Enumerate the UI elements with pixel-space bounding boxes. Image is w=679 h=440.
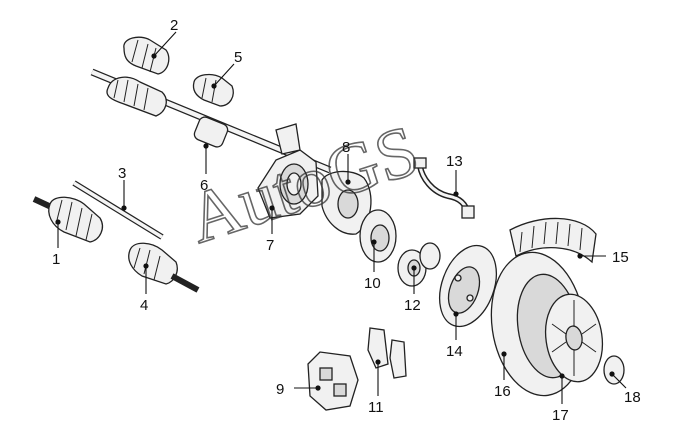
brake-disc-part-14 [439, 244, 497, 328]
callout-18: 18 [624, 389, 641, 406]
callout-7: 7 [266, 237, 274, 254]
callout-6: 6 [200, 177, 208, 194]
bearing-part-12 [397, 242, 441, 287]
brake-hose-part-13 [413, 157, 475, 219]
callout-14: 14 [446, 343, 463, 360]
boot-assembly-part-1 [32, 196, 104, 243]
callout-3: 3 [118, 165, 126, 182]
boot-part-5 [192, 73, 234, 107]
boot-part-2 [123, 36, 170, 75]
dust-shield-part-8 [321, 170, 372, 235]
tire-part-15 [509, 217, 597, 264]
callout-16: 16 [494, 383, 511, 400]
shaft-part-3 [72, 180, 164, 240]
callout-12: 12 [404, 297, 421, 314]
brake-pads-part-11 [367, 327, 407, 379]
callout-9: 9 [276, 381, 284, 398]
callout-leaders [55, 31, 627, 404]
hub-cap-part-18 [603, 355, 625, 385]
boot-assembly-part-4 [128, 242, 200, 293]
caliper-part-9 [307, 351, 359, 411]
knuckle-part-7 [257, 123, 319, 219]
callout-11: 11 [368, 399, 384, 416]
callout-4: 4 [140, 297, 148, 314]
rim-part-17 [544, 293, 604, 383]
callout-17: 17 [552, 407, 569, 424]
callout-13: 13 [446, 153, 463, 170]
callout-2: 2 [170, 17, 178, 34]
hub-part-10 [359, 209, 397, 263]
callout-1: 1 [52, 251, 60, 268]
callout-15: 15 [612, 249, 629, 266]
callout-8: 8 [342, 139, 350, 156]
callout-10: 10 [364, 275, 381, 292]
callout-5: 5 [234, 49, 242, 66]
callout-labels: 1 2 3 4 5 6 7 8 9 10 11 12 13 14 15 16 1… [52, 17, 641, 424]
